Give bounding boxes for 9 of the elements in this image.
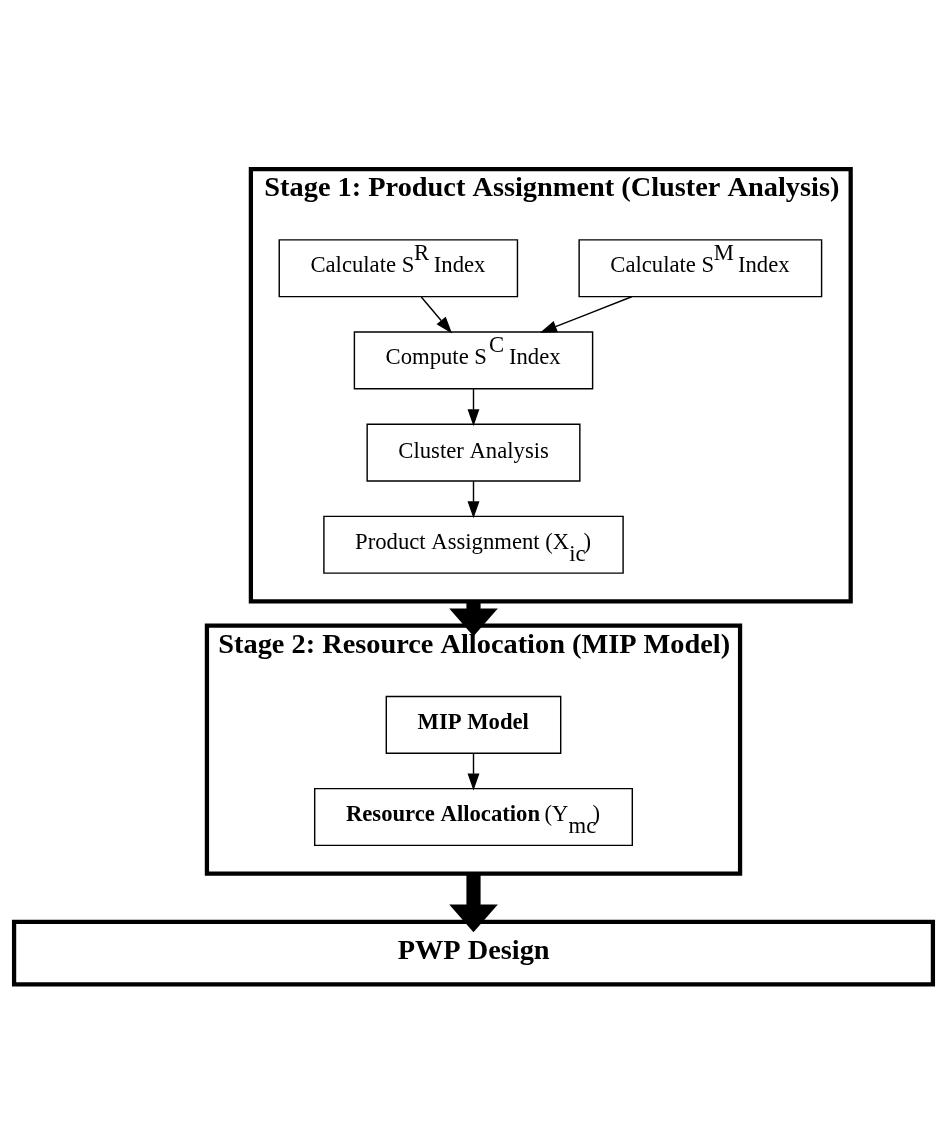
arrow	[467, 752, 480, 791]
arrow	[539, 296, 633, 333]
node-box: Cluster Analysis	[366, 423, 581, 482]
arrow	[449, 873, 498, 933]
arrow	[467, 388, 480, 427]
arrow	[420, 296, 453, 334]
node-box: PWP Design	[11, 919, 936, 987]
arrow	[467, 480, 480, 519]
node-box: MIP Model	[385, 695, 562, 754]
